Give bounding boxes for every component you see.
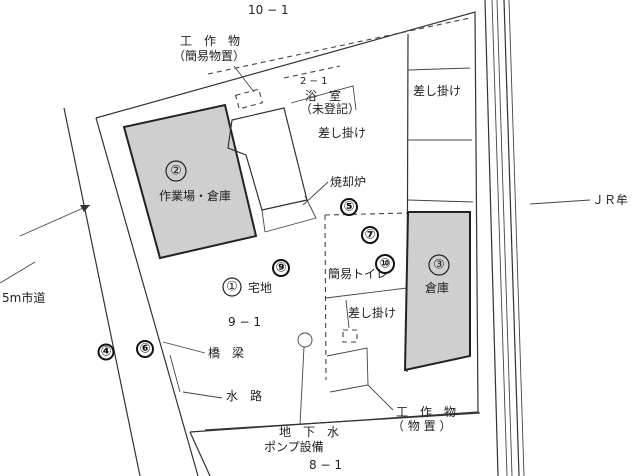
svg-text:⑨: ⑨ [275,261,286,276]
west-road-label: 5m市道 [2,290,45,305]
lot-label-top: 10 − 1 [248,3,289,17]
lot-label-center: 9 − 1 [228,315,261,329]
svg-text:②: ② [170,164,182,179]
building-2-workshop [122,103,258,260]
pump-well [297,332,313,348]
marker-9: ⑨ [272,259,290,277]
lot-label-bottom: 8 − 1 [309,458,342,472]
svg-text:④: ④ [100,345,111,360]
svg-text:①: ① [226,280,238,295]
bridge-label: 橋 梁 [208,345,244,360]
storage-simple-title: 工 作 物 [180,34,240,48]
pump-label-2: ポンプ設備 [264,439,324,454]
site-boundary [95,11,481,476]
building-2-number: ② [165,160,187,182]
sashi-label-3: 差し掛け [348,305,396,320]
leader-lines [162,65,591,411]
building-3-warehouse [403,211,471,372]
svg-text:⑦: ⑦ [364,228,375,243]
storage-title: 工 作 物 [396,405,456,419]
marker-4: ④ [97,343,115,361]
small-structures [326,299,369,393]
rail-label: ＪＲ牟 [592,192,628,207]
rail-track [484,0,525,476]
toilet-label: 簡易トイレ [328,266,388,281]
building-3-number: ③ [428,254,450,276]
svg-text:⑤: ⑤ [343,200,354,215]
marker-5: ⑦ [361,226,379,244]
bath-structure [227,65,357,233]
svg-text:⑥: ⑥ [139,342,150,357]
waterway-label: 水 路 [226,388,262,403]
sashi-label-2: 差し掛け [318,125,366,140]
storage-simple-sub: （簡易物置） [173,48,245,63]
building-1-label: 宅地 [248,280,272,295]
bath-title: 浴 室 [305,88,341,103]
lot-label-bath-lot: 2 − 1 [300,76,327,87]
svg-text:③: ③ [433,258,445,273]
sashi-label-1: 差し掛け [413,83,461,98]
west-road [0,107,199,476]
marker-10: ⑩ [375,254,395,274]
storage-sub: （ 物 置 ） [392,419,451,433]
svg-text:⑩: ⑩ [379,257,390,272]
marker-6: ⑤ [340,198,358,216]
pump-label-1: 地 下 水 [279,425,339,439]
building-2-label: 作業場・倉庫 [159,188,231,203]
building-1-number: ① [222,277,242,297]
incinerator-label: 焼却炉 [330,175,366,189]
building-3-label: 倉庫 [425,280,449,295]
bath-sub: （未登記） [300,101,360,116]
marker-7: ⑥ [136,340,154,358]
